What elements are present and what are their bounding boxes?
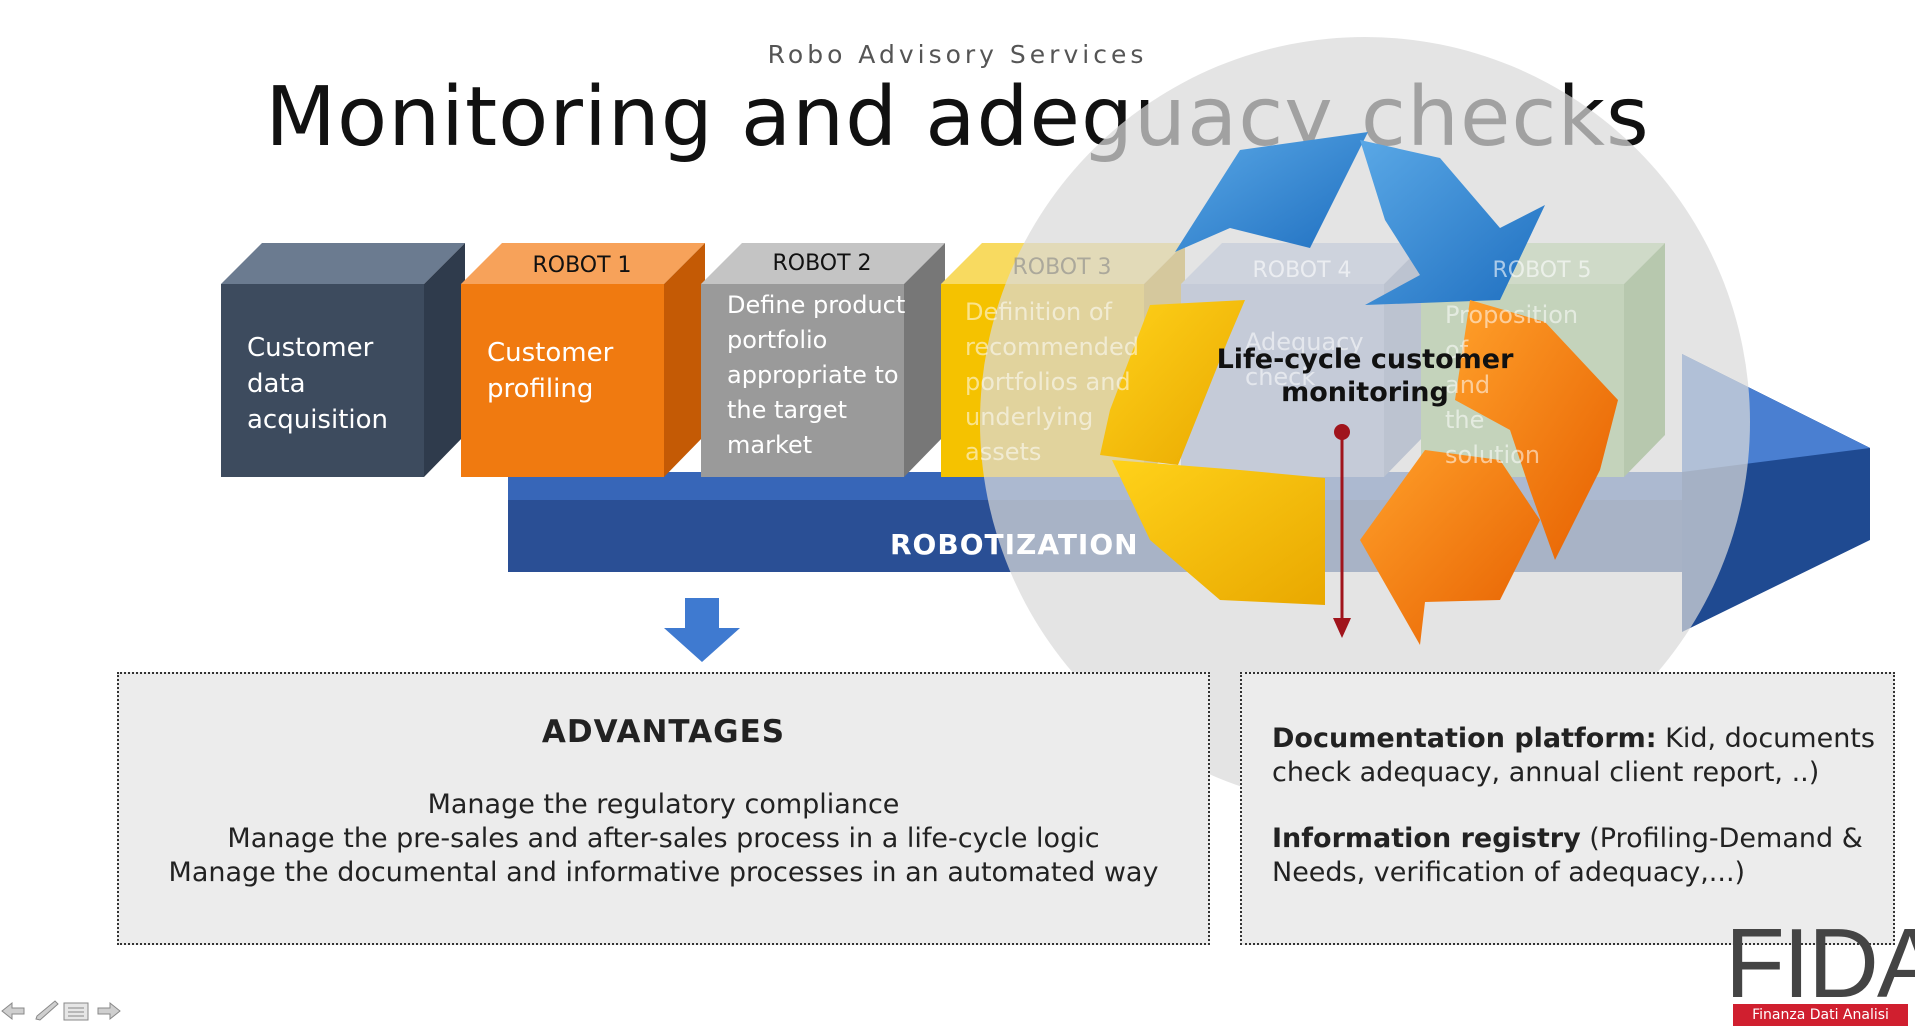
cube-customer-data-acquisition [221, 243, 465, 477]
documentation-platform: Documentation platform: Kid, documents c… [1272, 722, 1883, 790]
cube-robot-2 [701, 243, 945, 477]
information-registry-title: Information registry [1272, 823, 1581, 854]
fida-logo: FIDA Finanza Dati Analisi [1725, 908, 1915, 1026]
cube-head-robot-5: ROBOT 5 [1492, 258, 1592, 283]
advantages-box: ADVANTAGES Manage the regulatory complia… [117, 672, 1210, 945]
information-registry-text: (Profiling-Demand & Needs, verification … [1272, 823, 1863, 888]
pen-icon[interactable] [35, 1000, 59, 1021]
documentation-platform-text: Kid, documents check adequacy, annual cl… [1272, 723, 1875, 788]
information-registry: Information registry (Profiling-Demand &… [1272, 822, 1883, 890]
cube-label-robot-3: Definition of recommended portfolios and… [965, 298, 1139, 466]
cube-head-robot-3: ROBOT 3 [1012, 255, 1112, 280]
cube-robot-1 [461, 243, 705, 477]
advantage-item: Manage the regulatory compliance [427, 789, 900, 820]
back-arrow-icon[interactable] [1, 1001, 25, 1021]
advantage-item: Manage the documental and informative pr… [168, 857, 1159, 888]
advantage-item: Manage the pre-sales and after-sales pro… [227, 823, 1100, 854]
advantages-title: ADVANTAGES [541, 714, 786, 750]
cube-head-robot-1: ROBOT 1 [532, 253, 632, 278]
cube-label-robot-4: Adequacy check [1245, 328, 1364, 391]
documentation-platform-title: Documentation platform: [1272, 723, 1657, 754]
slide-subtitle: Robo Advisory Services [767, 40, 1148, 69]
forward-arrow-icon[interactable] [97, 1001, 121, 1021]
down-arrow-icon [664, 598, 740, 662]
cube-head-robot-2: ROBOT 2 [772, 251, 872, 276]
cube-head-robot-4: ROBOT 4 [1252, 258, 1352, 283]
fida-logo-text: FIDA [1725, 908, 1915, 1018]
recycle-icon [1100, 132, 1618, 645]
monitoring-pointer [1333, 424, 1351, 638]
menu-icon[interactable] [63, 1002, 89, 1021]
cube-label-robot-2: Define product portfolio appropriate to … [727, 291, 906, 459]
robotization-label: ROBOTIZATION [890, 528, 1139, 561]
fida-logo-tagline: Finanza Dati Analisi [1733, 1004, 1908, 1026]
lifecycle-label: Life-cycle customer monitoring [1216, 344, 1514, 408]
cube-label-customer-data: Customer data acquisition [247, 333, 389, 435]
documentation-box: Documentation platform: Kid, documents c… [1240, 672, 1895, 945]
lifecycle-circle [980, 37, 1750, 807]
cube-label-robot-1: Customer profiling [487, 338, 614, 404]
slide-nav [0, 1000, 130, 1022]
cube-label-robot-5: Proposition of and the solution [1445, 301, 1579, 469]
